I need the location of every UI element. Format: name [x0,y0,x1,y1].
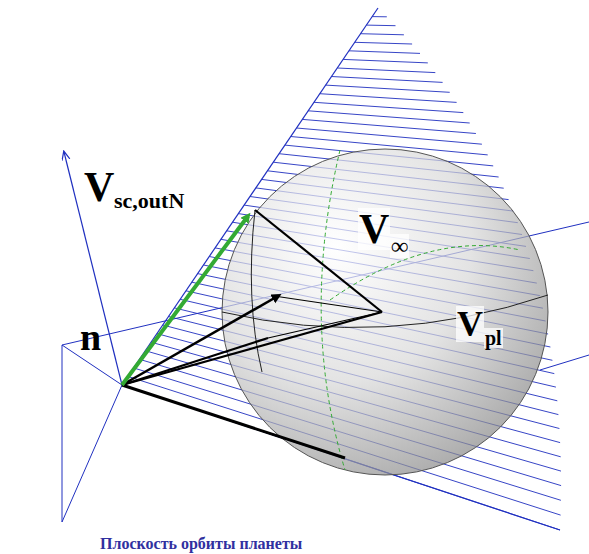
hatch-line [337,68,435,73]
hatch-line [372,16,387,17]
vector-subscript: sc,outN [114,190,184,212]
vector-subscript: ∞ [390,234,409,258]
cone-hatching [122,17,561,530]
hatch-line [308,111,470,123]
cone-edges [122,8,560,530]
vector-symbol: V [358,208,390,250]
hatch-line [361,34,404,35]
hatch-line [366,25,395,27]
hatch-line [320,94,457,103]
hatch-line [302,119,476,133]
outgoing-velocity-vector [122,216,248,385]
hatch-line [343,59,428,63]
hatch-line [355,42,412,44]
sphere [222,149,548,475]
plane-caption: Плоскость орбиты планеты [100,536,302,552]
green-dashed-meridian [321,150,345,470]
vector-triangle [122,210,382,458]
vector-symbol: V [84,166,114,208]
hatch-line [297,128,482,144]
hatch-line [326,85,450,92]
vector-symbol: n [80,318,101,356]
normal-vector [64,152,122,385]
hatch-line [332,77,443,83]
hatch-line [314,102,463,112]
hatch-line [349,51,420,54]
vector-symbol: V [456,306,484,342]
vector-subscript: pl [484,328,503,348]
